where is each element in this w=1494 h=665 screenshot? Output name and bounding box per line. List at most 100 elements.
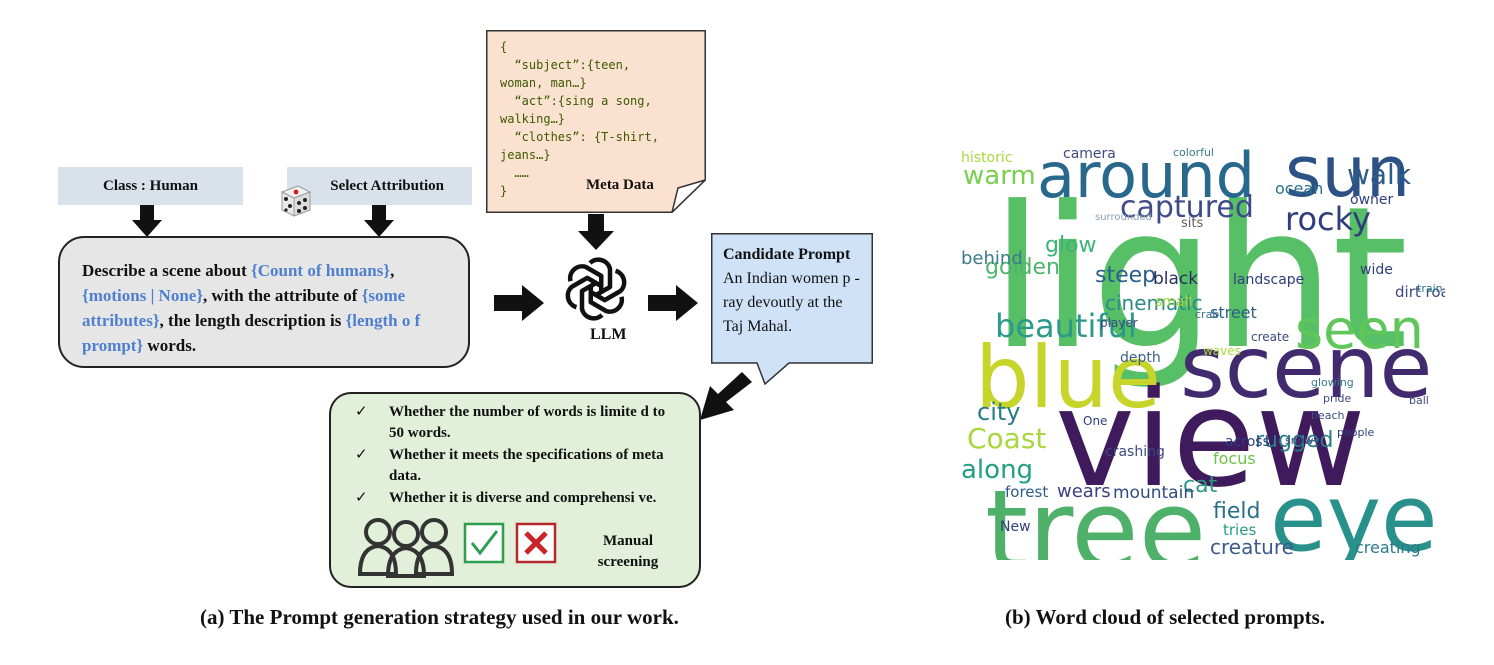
wc-word: camera xyxy=(1063,146,1116,162)
template-placeholder: {Count of humans} xyxy=(251,261,391,280)
template-placeholder: {motions | None} xyxy=(82,286,204,305)
wc-word: beach xyxy=(1311,409,1345,422)
wc-word: waves xyxy=(1203,344,1241,358)
wc-word: crashing xyxy=(1105,444,1165,460)
wc-word: small xyxy=(1155,294,1193,310)
wc-word: steep xyxy=(1095,263,1157,288)
wc-word: light xyxy=(990,165,1408,393)
checkmark-icon: ✓ xyxy=(355,404,368,420)
wc-word: scene xyxy=(1180,318,1433,418)
meta-data-note: { “subject”:{teen, woman, man…} “act”:{s… xyxy=(486,30,706,213)
wc-word: mountain xyxy=(1113,483,1195,503)
class-label: Class : Human xyxy=(58,167,243,205)
wc-word: owner xyxy=(1350,192,1394,208)
template-text: , with the attribute of xyxy=(203,286,362,305)
wc-word: walk xyxy=(1347,158,1412,191)
wc-word: creature xyxy=(1210,535,1294,559)
wc-word: sits xyxy=(1181,216,1204,231)
caption-b: (b) Word cloud of selected prompts. xyxy=(1005,605,1326,629)
wc-word: creating xyxy=(1355,538,1421,557)
wc-word: ocean xyxy=(1275,179,1324,198)
wc-word: player xyxy=(1100,316,1138,330)
right-arrow-icon xyxy=(494,285,544,321)
criteria-text: Whether it meets the specifications of m… xyxy=(389,447,664,484)
wc-word: create xyxy=(1251,330,1290,344)
caption-a: (a) The Prompt generation strategy used … xyxy=(200,605,679,629)
meta-data-json: { “subject”:{teen, woman, man…} “act”:{s… xyxy=(500,40,659,198)
candidate-prompt: Candidate Prompt An Indian women p -ray … xyxy=(711,233,873,363)
down-arrow-icon xyxy=(132,205,162,237)
template-text: , the length description is xyxy=(159,311,346,330)
wc-word: depth xyxy=(1120,350,1161,366)
llm-logo-icon xyxy=(565,257,627,321)
wc-word: wide xyxy=(1360,262,1393,278)
dice-icon xyxy=(280,185,312,217)
wc-word: around xyxy=(1037,145,1255,212)
candidate-callout-shape xyxy=(711,233,873,385)
wc-word: glowing xyxy=(1311,376,1354,389)
criteria-item: ✓ Whether it is diverse and comprehensi v… xyxy=(355,488,681,509)
wc-word: pride xyxy=(1323,392,1352,405)
criteria-item: ✓ Whether it meets the specifications of … xyxy=(355,445,681,487)
describe-prompt-template: Describe a scene about {Count of humans}… xyxy=(58,236,470,368)
wc-word: beautiful xyxy=(995,307,1137,345)
wc-word: sun xyxy=(1285,145,1411,213)
down-arrow-icon xyxy=(578,214,614,250)
llm-label: LLM xyxy=(590,326,627,343)
criteria-text: Whether the number of words is limite d … xyxy=(389,404,666,441)
wc-word: view xyxy=(1055,360,1366,517)
wc-word: people xyxy=(1337,426,1375,439)
wc-word: dirt road xyxy=(1395,283,1445,301)
wc-word: along xyxy=(961,455,1034,485)
checkmark-icon: ✓ xyxy=(355,447,368,463)
diagonal-arrow-icon xyxy=(700,372,752,420)
template-placeholder: {some attributes} xyxy=(82,286,406,330)
wc-word: Coast xyxy=(967,422,1047,455)
wc-word: crab xyxy=(1195,308,1220,321)
wc-word: behind xyxy=(961,248,1023,269)
wc-word: black xyxy=(1153,269,1199,289)
wc-word: New xyxy=(1000,519,1031,535)
wc-word: tree xyxy=(985,466,1207,560)
meta-data-title: Meta Data xyxy=(586,177,654,193)
wc-word: city xyxy=(977,398,1021,426)
wc-word: captured xyxy=(1120,190,1254,225)
people-group-icon xyxy=(357,518,455,578)
wc-word: One xyxy=(1083,414,1108,428)
wc-word: historic xyxy=(961,150,1013,166)
criteria-item: ✓ Whether the number of words is limite d… xyxy=(355,402,681,444)
wc-word: wears xyxy=(1057,481,1111,502)
wc-word: cat xyxy=(1183,473,1218,498)
word-cloud: light view tree eye scene blue sun aroun… xyxy=(955,145,1445,560)
wc-word: eye xyxy=(1270,465,1438,561)
criteria-list: ✓ Whether the number of words is limite d… xyxy=(355,402,681,509)
wc-word: forest xyxy=(1005,483,1049,501)
wc-word: seen xyxy=(1295,298,1424,361)
approve-check-icon xyxy=(463,522,505,564)
criteria-text: Whether it is diverse and comprehensi ve… xyxy=(389,490,657,506)
wc-word: glow xyxy=(1045,233,1097,258)
candidate-title: Candidate Prompt xyxy=(723,246,851,263)
wc-word: ball xyxy=(1409,394,1429,407)
wc-word: across xyxy=(1225,434,1270,450)
wc-word: train xyxy=(1417,282,1443,295)
wc-word: golden xyxy=(985,255,1060,280)
template-placeholder: {length o f prompt} xyxy=(82,311,421,355)
wc-word: focus xyxy=(1213,449,1256,468)
reject-cross-icon xyxy=(515,522,557,564)
down-arrow-icon xyxy=(364,205,394,237)
wc-word: blue xyxy=(975,328,1161,428)
checkmark-icon: ✓ xyxy=(355,490,368,506)
candidate-text: An Indian women p -ray devoutly at the T… xyxy=(723,270,860,335)
wc-word: field xyxy=(1213,499,1261,524)
manual-screening-label: Manual screening xyxy=(597,533,659,570)
select-attribution-label: Select Attribution xyxy=(287,167,472,205)
template-text: words. xyxy=(143,336,197,355)
note-shape xyxy=(486,30,706,213)
wc-word: cinematic xyxy=(1105,291,1203,315)
wc-word: rugged xyxy=(1255,428,1334,453)
wc-word: surrounded xyxy=(1095,212,1153,223)
wc-word: street xyxy=(1210,303,1257,322)
wc-word: snowy xyxy=(1285,434,1320,447)
wc-word: colorful xyxy=(1173,146,1214,159)
